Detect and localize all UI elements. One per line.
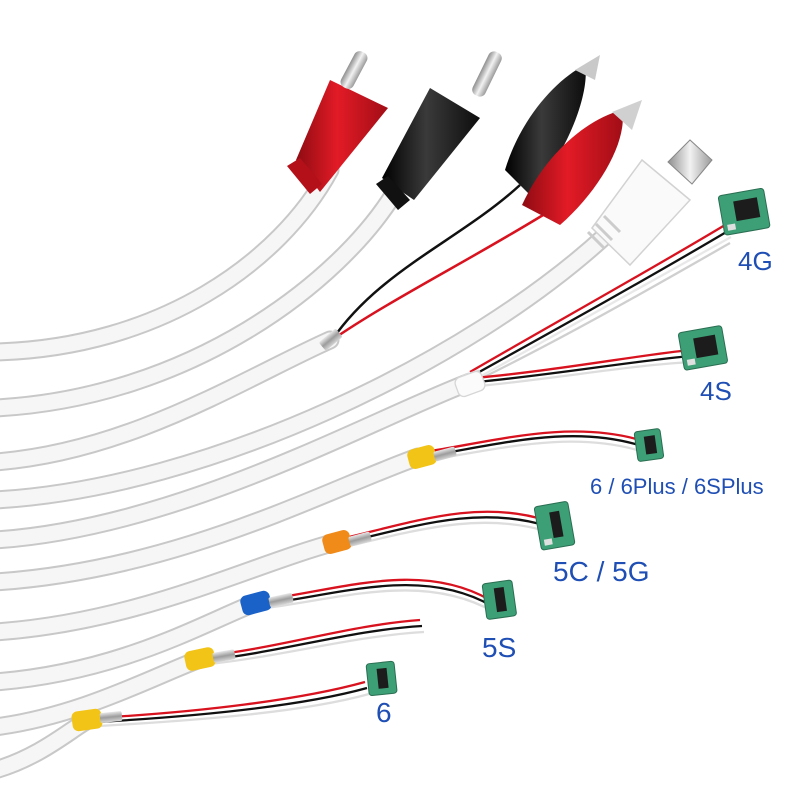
micro-usb-connector [586,139,713,267]
blue-sleeve-5s [240,590,272,616]
label-5c-5g: 5C / 5G [553,556,650,587]
battery-boards [365,187,771,697]
label-6-6plus-6splus: 6 / 6Plus / 6SPlus [590,474,764,499]
label-5s: 5S [482,632,517,663]
orange-sleeve-5c5g [322,530,352,554]
yellow-sleeve-5s [184,647,216,671]
board-5s [481,579,517,620]
alligator-clips [330,55,642,342]
label-4s: 4S [700,376,732,406]
black-banana-plug [376,51,502,210]
board-5c5g [533,501,576,551]
yellow-sleeve-6 [71,708,103,732]
board-6 [365,660,398,697]
cable-sleeves [71,329,486,732]
red-banana-plug [287,51,388,194]
yellow-sleeve-6plus [407,445,437,469]
white-sleeve [454,370,486,398]
label-4g: 4G [738,246,773,276]
label-6: 6 [376,697,392,728]
board-4s [677,325,728,371]
white-cables [0,160,615,779]
board-6plus [633,428,665,462]
board-4g [717,187,771,236]
